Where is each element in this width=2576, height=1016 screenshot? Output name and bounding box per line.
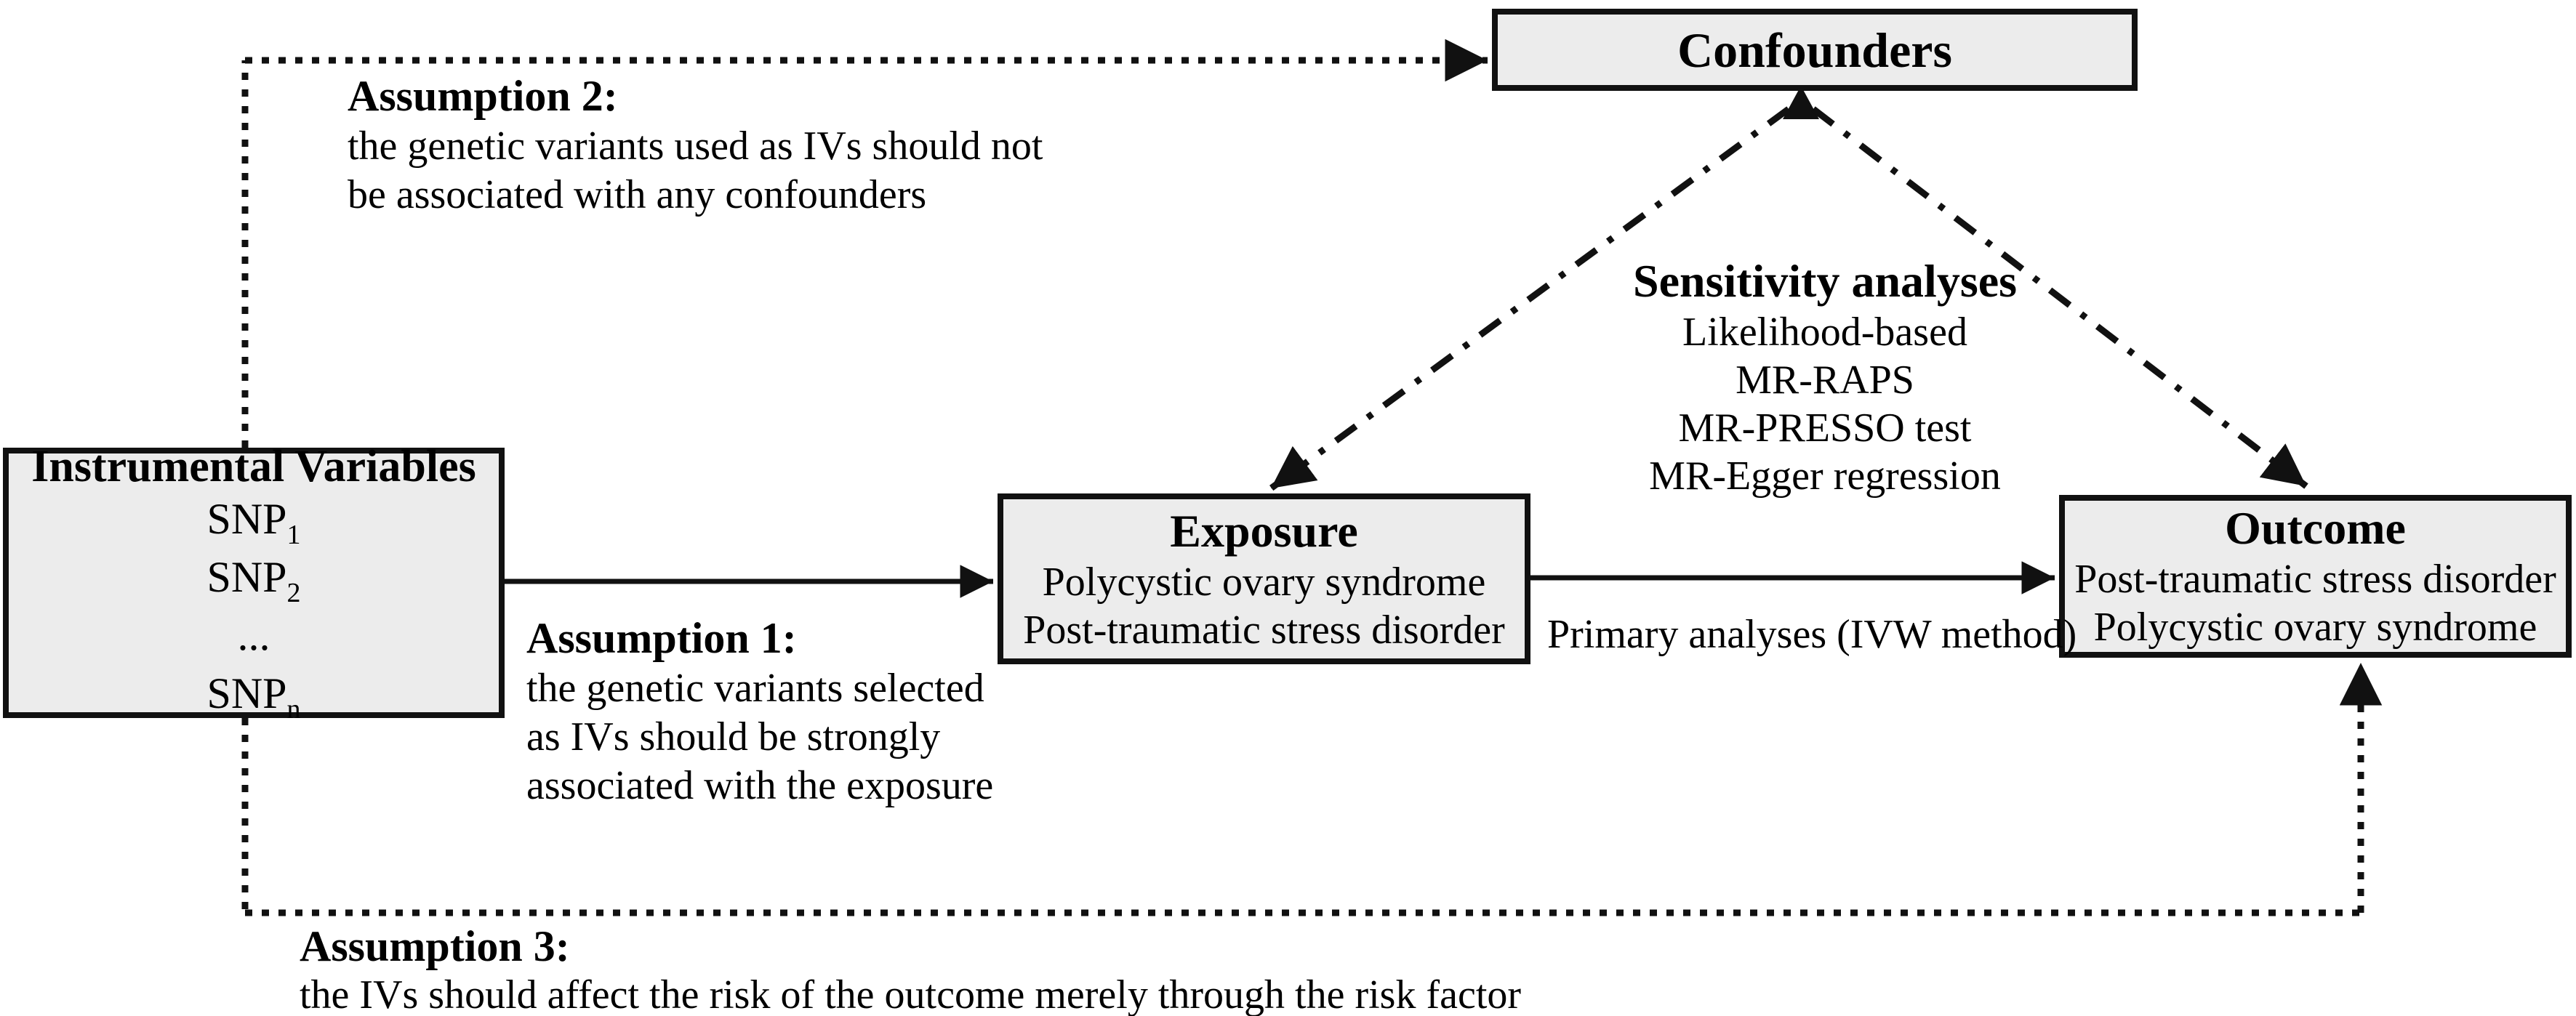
snp-subscript: n [286,694,301,725]
snp-item: SNPn [206,667,300,725]
snp-item: SNP1 [206,493,300,551]
confounders-title: Confounders [1677,22,1952,78]
exposure-line: Post-traumatic stress disorder [1023,607,1505,653]
sensitivity-method: Likelihood-based [1682,310,1967,355]
snp-subscript: 2 [286,578,301,608]
assumption3-line: the IVs should affect the risk of the ou… [300,972,1522,1016]
assumption1-block: Assumption 1: the genetic variants selec… [526,612,993,810]
outcome-title: Outcome [2225,502,2406,554]
instrumental-variables-box: Instrumental Variables SNP1 SNP2 ... SNP… [3,442,505,725]
snp-base: SNP [206,495,287,543]
iv-title: Instrumental Variables [31,442,476,491]
snp-subscript: 1 [286,520,301,550]
snp-base: SNP [206,553,287,601]
snp-base: SNP [206,669,287,717]
exposure-line: Polycystic ovary syndrome [1042,559,1486,605]
assumption2-block: Assumption 2: the genetic variants used … [348,70,1043,219]
assumption1-title: Assumption 1: [526,614,797,662]
dashdot-confounders-to-exposure [1269,106,1791,491]
arrowhead-into-confounders [1783,86,1819,119]
assumption2-line: be associated with any confounders [348,172,927,217]
assumption2-line: the genetic variants used as IVs should … [348,124,1043,169]
outcome-line: Post-traumatic stress disorder [2074,557,2556,602]
assumption3-title: Assumption 3: [300,922,570,970]
assumption1-line: as IVs should be strongly [526,714,941,759]
outcome-line: Polycystic ovary syndrome [2093,605,2537,650]
snp-item-ellipsis: ... [238,609,270,667]
sensitivity-method: MR-PRESSO test [1678,406,1972,451]
assumption2-title: Assumption 2: [348,72,618,120]
assumption1-line: the genetic variants selected [526,666,984,711]
exposure-title: Exposure [1170,504,1358,557]
primary-analyses-label: Primary analyses (IVW method) [1547,612,2077,657]
sensitivity-method: MR-Egger regression [1649,453,2001,499]
outcome-box: Outcome Post-traumatic stress disorder P… [2059,495,2572,658]
snp-item: SNP2 [206,551,300,609]
exposure-box: Exposure Polycystic ovary syndrome Post-… [998,493,1530,664]
sensitivity-analyses-block: Sensitivity analyses Likelihood-based MR… [1607,254,2043,500]
sensitivity-method: MR-RAPS [1736,358,1914,403]
sensitivity-title: Sensitivity analyses [1632,255,2018,307]
dashdot-confounders-to-outcome [1811,106,2308,489]
confounders-box: Confounders [1492,9,2138,91]
assumption3-block: Assumption 3: the IVs should affect the … [300,920,1521,1016]
snp-base: ... [237,611,270,659]
assumption1-line: associated with the exposure [526,763,994,808]
